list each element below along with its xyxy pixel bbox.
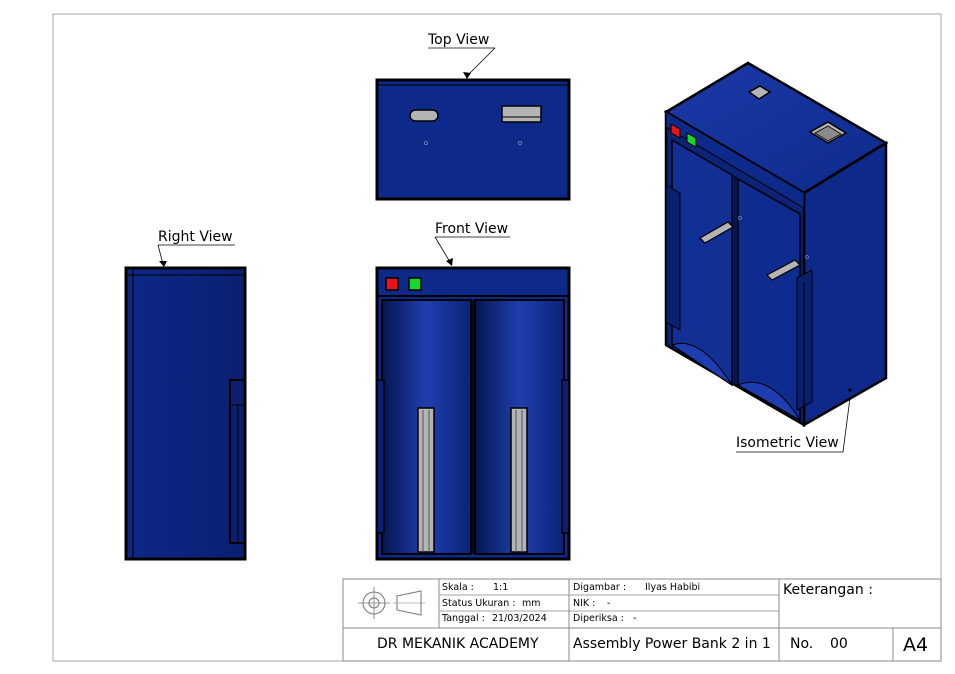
- nik-label: NIK :: [573, 598, 595, 609]
- checked-value: -: [633, 613, 636, 624]
- title-block: Skala : 1:1 Status Ukuran : mm Tanggal :…: [342, 578, 942, 662]
- date-label: Tanggal :: [441, 613, 485, 624]
- scale-label: Skala :: [442, 582, 474, 593]
- isometric-view: Isometric View: [663, 61, 889, 453]
- number-label: No.: [790, 636, 813, 652]
- drawn-label: Digambar :: [573, 582, 626, 593]
- iso-red-led-icon: [670, 123, 681, 139]
- drawing-title: Assembly Power Bank 2 in 1: [573, 636, 771, 652]
- right-view-label: Right View: [158, 229, 233, 245]
- date-value: 21/03/2024: [492, 613, 547, 624]
- right-view: Right View: [124, 229, 247, 561]
- usb-oval-port: [409, 109, 439, 122]
- iso-green-led-icon: [686, 132, 697, 148]
- contact-left: [417, 407, 435, 553]
- isometric-view-label: Isometric View: [736, 435, 839, 451]
- notes-label: Keterangan :: [783, 582, 873, 598]
- iso-oval-port: [747, 85, 772, 100]
- unit-label: Status Ukuran :: [442, 598, 515, 609]
- company-name: DR MEKANIK ACADEMY: [377, 636, 539, 652]
- drawn-value: Ilyas Habibi: [645, 582, 700, 593]
- sheet-size: A4: [903, 634, 928, 656]
- nik-value: -: [607, 598, 610, 609]
- top-view: Top View: [375, 32, 571, 201]
- checked-label: Diperiksa :: [573, 613, 624, 624]
- iso-contact-left: [699, 221, 734, 244]
- projection-symbol-icon: [358, 587, 425, 619]
- green-led-icon: [408, 277, 422, 291]
- scale-value: 1:1: [493, 582, 508, 593]
- number-value: 00: [830, 636, 848, 652]
- red-led-icon: [385, 277, 399, 291]
- top-view-label: Top View: [427, 32, 489, 48]
- front-view: Front View: [375, 221, 571, 561]
- usb-rect-port: [501, 105, 542, 123]
- iso-contact-right: [766, 259, 801, 281]
- front-view-label: Front View: [435, 221, 508, 237]
- unit-value: mm: [522, 598, 541, 609]
- contact-right: [510, 407, 528, 553]
